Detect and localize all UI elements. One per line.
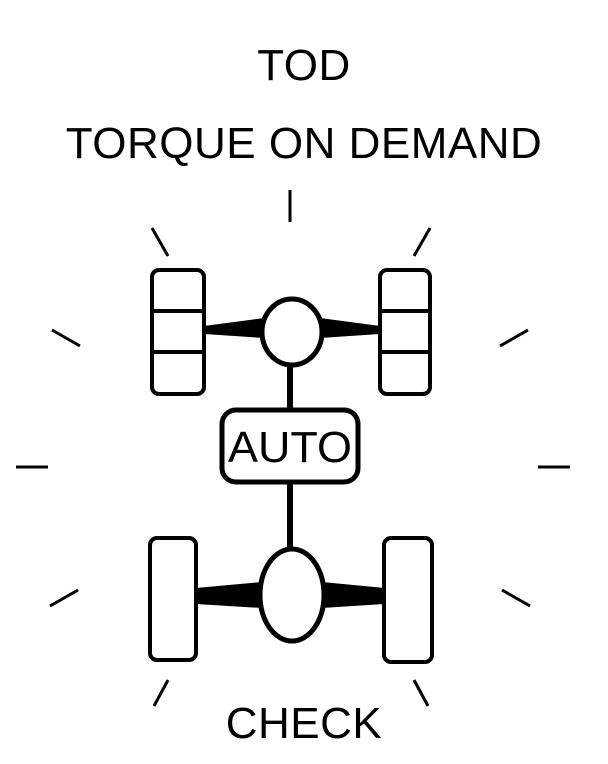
rear-axle — [196, 582, 384, 608]
indicator-title-long: TORQUE ON DEMAND — [65, 119, 543, 168]
ray-lower-right — [501, 588, 531, 608]
warning-rays — [16, 190, 570, 707]
mode-label: AUTO — [228, 423, 352, 472]
ray-upper-right — [412, 227, 432, 257]
check-status-label: CHECK — [225, 699, 383, 748]
front-axle — [204, 318, 380, 338]
rear-left-wheel — [148, 536, 198, 662]
transfer-case: AUTO — [219, 407, 361, 485]
rear-right-wheel — [382, 536, 434, 664]
ray-upper-left — [150, 227, 170, 257]
ray-bottom-right — [412, 679, 430, 707]
front-right-wheel — [378, 268, 432, 396]
indicator-title-short: TOD — [257, 41, 351, 90]
front-differential — [259, 296, 325, 368]
front-left-wheel — [150, 268, 206, 396]
ray-mid-left — [51, 328, 81, 348]
rear-differential — [257, 546, 327, 644]
ray-bottom-left — [152, 679, 170, 707]
ray-lower-left — [49, 588, 79, 608]
ray-mid-right — [499, 328, 529, 348]
